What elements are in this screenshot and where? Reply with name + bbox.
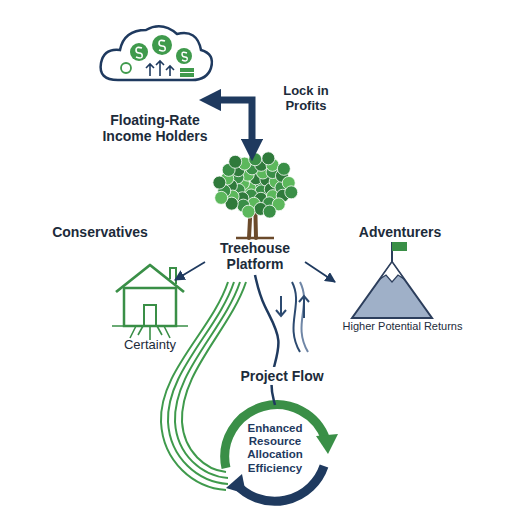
node-title: Treehouse Platform — [205, 240, 305, 272]
node-title: Adventurers — [340, 224, 460, 240]
tree-icon-part — [242, 205, 255, 218]
tree-icon-part — [215, 191, 228, 204]
node-subtitle: Certainty — [110, 338, 190, 353]
arrow-connector — [175, 262, 205, 280]
mountain-icon-part — [352, 262, 432, 318]
tree-icon-part — [277, 162, 290, 175]
mountain-icon — [352, 242, 432, 318]
node-title: Floating-Rate Income Holders — [100, 112, 210, 144]
cloud-icon-part — [180, 73, 194, 77]
house-icon-part — [124, 288, 176, 326]
mountain-icon-part — [392, 242, 407, 251]
node-subtitle: Higher Potential Returns — [335, 320, 470, 333]
cloud-icon-part — [180, 68, 194, 72]
house-icon — [112, 265, 188, 340]
tree-icon-part — [236, 237, 274, 240]
conservatives-node: ConservativesCertainty — [45, 224, 175, 360]
cycle-arrows-part — [226, 474, 246, 494]
node-title: Enhanced Resource Allocation Efficiency — [225, 422, 325, 475]
tree-icon-part — [213, 176, 226, 189]
flow-lines-part — [276, 296, 286, 316]
cloud-icon-part — [176, 48, 192, 64]
cloud-icon-part — [130, 43, 148, 61]
edge-label: Lock in Profits — [275, 84, 337, 114]
adventurers-node: AdventurersHigher Potential Returns — [335, 224, 470, 340]
income-holders-node: Floating-Rate Income Holders — [100, 12, 210, 150]
edge-label: Project Flow — [237, 367, 326, 385]
cloud-icon-part — [101, 26, 212, 80]
tree-icon-part — [285, 186, 298, 199]
tree-icon — [213, 152, 298, 238]
flow-connector — [255, 275, 278, 405]
flow-lines-part — [161, 282, 228, 490]
flow-lines-part — [299, 296, 309, 318]
mountain-icon-part — [380, 262, 404, 282]
tree-icon-part — [229, 155, 242, 168]
arrow-connector — [305, 262, 335, 282]
cloud-icon-part — [152, 35, 172, 55]
flow-lines-part — [175, 282, 240, 478]
cloud-icon-part — [159, 40, 165, 51]
flow-lines-part — [292, 282, 300, 352]
cycle-arrows-part — [316, 434, 338, 454]
tree-icon-part — [249, 153, 262, 166]
tree-icon-part — [262, 152, 275, 165]
cloud-icon-part — [146, 61, 174, 76]
node-title: Conservatives — [45, 224, 155, 240]
cycle-arrows — [225, 405, 338, 502]
efficiency-cycle-node: Enhanced Resource Allocation Efficiency — [225, 405, 325, 495]
cloud-icon-part — [182, 52, 187, 61]
cloud-icon-part — [121, 63, 131, 73]
arrow-connector — [210, 100, 252, 150]
cloud-icon — [101, 26, 212, 80]
tree-icon-part — [263, 205, 276, 218]
cloud-icon-part — [136, 47, 142, 58]
platform-node: Treehouse Platform — [205, 150, 305, 275]
house-icon-part — [144, 305, 156, 326]
house-icon-part — [170, 268, 176, 284]
flow-lines-part — [300, 282, 308, 352]
